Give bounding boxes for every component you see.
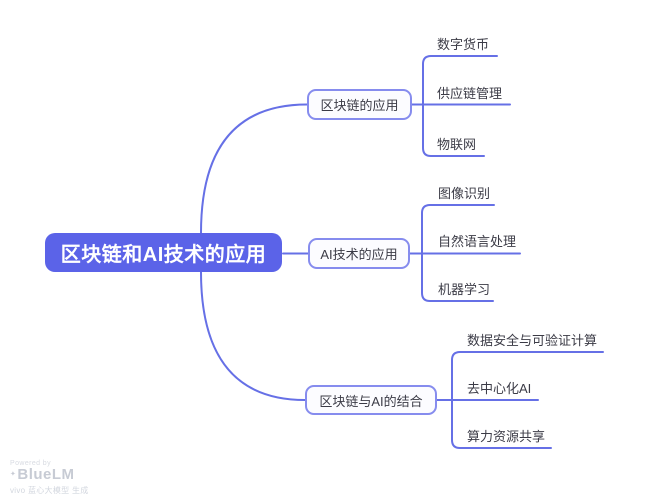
- leaf-node-supply-chain[interactable]: 供应链管理: [437, 86, 503, 101]
- root-node[interactable]: 区块链和AI技术的应用: [45, 233, 282, 272]
- branch-node-ai-applications[interactable]: AI技术的应用: [308, 238, 410, 269]
- branch-node-blockchain-applications[interactable]: 区块链的应用: [307, 89, 412, 120]
- bluelm-logo: ✦BlueLM: [10, 467, 89, 483]
- leaf-node-machine-learning[interactable]: 机器学习: [438, 282, 491, 297]
- leaf-node-data-security[interactable]: 数据安全与可验证计算: [467, 333, 598, 348]
- watermark-powered-by: Powered by: [10, 460, 51, 467]
- sparkle-icon: ✦: [10, 471, 17, 478]
- leaf-node-compute-sharing[interactable]: 算力资源共享: [467, 429, 546, 444]
- leaf-node-iot[interactable]: 物联网: [437, 137, 477, 152]
- watermark-caption: vivo 蓝心大模型 生成: [10, 486, 89, 495]
- leaf-node-decentralized-ai[interactable]: 去中心化AI: [467, 381, 532, 396]
- leaf-node-image-recognition[interactable]: 图像识别: [438, 186, 491, 201]
- leaf-node-nlp[interactable]: 自然语言处理: [438, 234, 517, 249]
- bluelm-logo-text: BlueLM: [17, 466, 75, 483]
- branch-node-blockchain-ai-combination[interactable]: 区块链与AI的结合: [305, 385, 437, 415]
- link-branch1-children-bracket: [422, 55, 498, 157]
- bluelm-watermark: Powered by ✦BlueLM vivo 蓝心大模型 生成: [10, 460, 89, 496]
- link-root-to-branch1: [200, 103, 308, 234]
- leaf-node-digital-currency[interactable]: 数字货币: [437, 37, 490, 52]
- link-root-to-branch3: [200, 271, 306, 401]
